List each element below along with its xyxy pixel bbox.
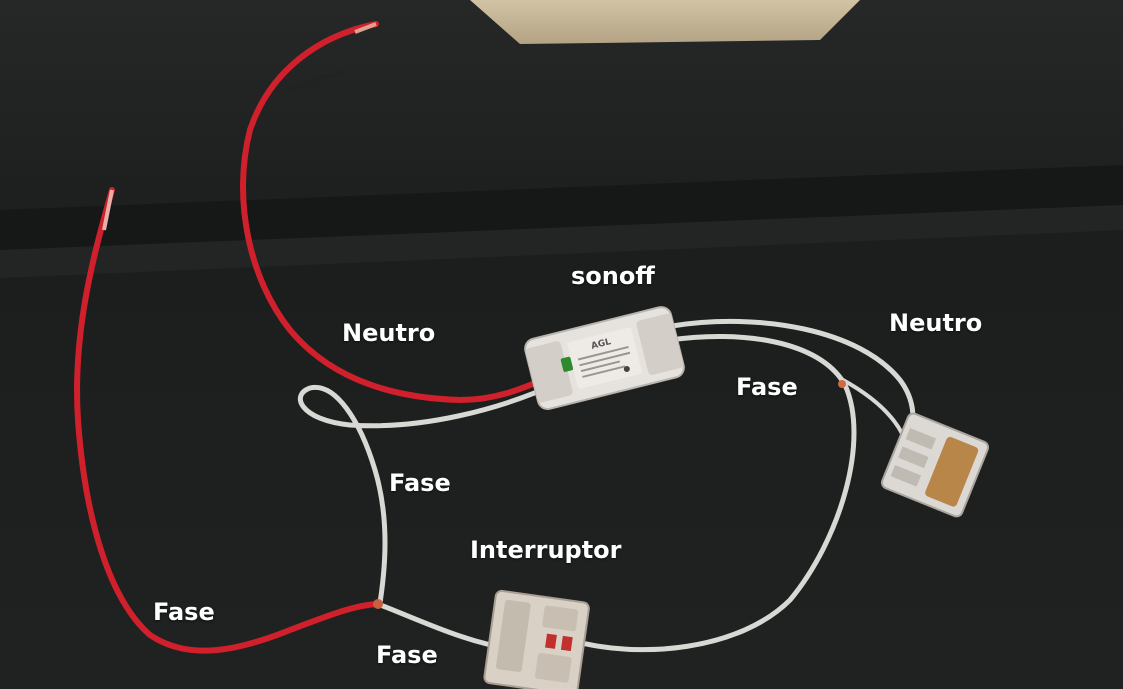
white-wire-fase-sonoff: [297, 379, 563, 606]
label-interruptor: Interruptor: [470, 536, 622, 564]
light-band: [0, 205, 1123, 278]
splice-tape-bottom: [373, 599, 383, 609]
label-fase-bottom-center: Fase: [376, 641, 438, 669]
switch-device: [483, 589, 590, 689]
outlet-device: [880, 412, 990, 518]
sonoff-device: AGL: [524, 306, 685, 411]
red-wire-top-tip: [354, 22, 377, 34]
label-neutro-left: Neutro: [342, 319, 436, 347]
label-sonoff: sonoff: [571, 262, 655, 290]
red-wire-neutro: [240, 21, 565, 404]
sonoff-brand-text: AGL: [590, 337, 612, 352]
red-wire-stripped-tip: [102, 189, 114, 231]
label-fase-bottom-left: Fase: [153, 598, 215, 626]
label-neutro-right: Neutro: [889, 309, 983, 337]
splice-tape-right: [838, 380, 846, 388]
label-fase-mid-right: Fase: [736, 373, 798, 401]
label-fase-middle: Fase: [389, 469, 451, 497]
beige-object: [470, 0, 860, 44]
red-wire-fase: [74, 187, 381, 654]
white-wire-fase-loop: [567, 334, 857, 653]
shadow-band: [0, 165, 1123, 250]
black-wire-stub: [284, 70, 346, 94]
